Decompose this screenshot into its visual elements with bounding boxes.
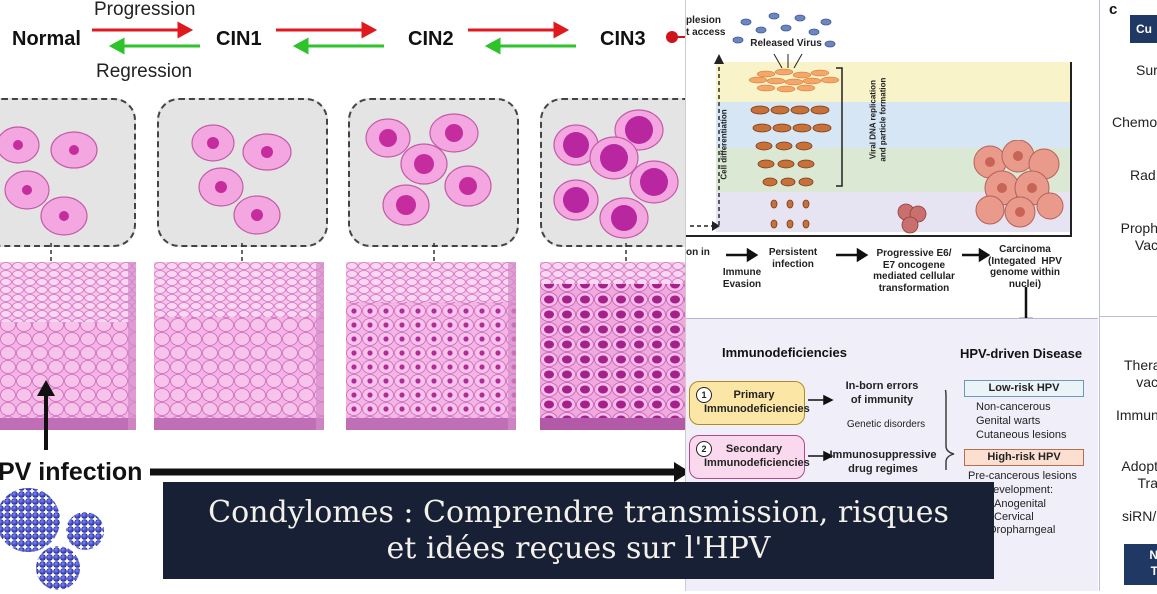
low-risk-item-2: Cutaneous lesions [976, 429, 1067, 441]
infection-long-arrow [150, 462, 690, 482]
panel-c-item-2: Rad [1130, 167, 1156, 183]
cell-panel-normal [0, 98, 136, 247]
panel-c-header: Cu [1130, 15, 1157, 43]
cin2-cells-illustration [365, 113, 492, 226]
flow-step-oncogene-transformation: Progressive E6/ E7 oncogene mediated cel… [873, 248, 955, 294]
flow-step-persistent-infection: Persistent infection [768, 247, 818, 270]
tissue-block-cin1 [154, 262, 324, 430]
cin3-cells-illustration [553, 109, 679, 239]
low-risk-item-1: Genital warts [976, 415, 1041, 427]
released-virus-icon [732, 12, 836, 69]
released-virus-label: Released Virus [750, 38, 822, 49]
high-risk-item-4: Oropharngeal [988, 524, 1056, 536]
progression-arrows [92, 21, 570, 39]
stage-label-cin1: CIN1 [216, 28, 262, 50]
flow-step-0: on in [686, 247, 710, 258]
panel-c-item-3: Proph Vac [1120, 220, 1157, 253]
high-risk-item-2: Anogenital [994, 498, 1046, 510]
secondary-number-badge: 2 [696, 441, 712, 457]
panel-c-item2-3: siRN/ [1122, 508, 1157, 524]
stage-arrows [92, 21, 690, 55]
high-risk-item-0: Pre-cancerous lesions [968, 470, 1077, 482]
carcinoma-cells-icon [973, 140, 1064, 228]
treatment-panel-c: c Cu Sur Chemo Rad Proph Vac Thera vac I… [1099, 0, 1157, 591]
infection-label: PV infection [0, 458, 143, 486]
secondary-result-text: Immunosuppressive drug regimes [829, 449, 937, 475]
primary-label: Primary Immunodeficiencies [704, 389, 810, 415]
cin3-end-dot [666, 31, 678, 43]
regression-arrows [108, 37, 576, 55]
high-risk-item-3: Cervical [994, 511, 1034, 523]
panel-c-divider [1100, 316, 1157, 317]
viral-replication-label: Viral DNA replication and particle forma… [868, 77, 887, 162]
panel-c-item-0: Sur [1136, 62, 1157, 78]
low-risk-hpv-badge: Low-risk HPV [964, 380, 1084, 397]
panel-c-item2-2: Adopt Tra [1121, 458, 1157, 491]
normal-cells-illustration [0, 126, 98, 236]
immune-evasion-label: Immune Evasion [722, 267, 762, 290]
hpv-driven-disease-heading: HPV-driven Disease [960, 346, 1083, 361]
cell-panel-cin1 [157, 98, 328, 247]
immunodeficiencies-heading: Immunodeficiencies [722, 345, 847, 360]
panel-c-item2-1: Immun [1116, 407, 1157, 423]
regression-label: Regression [96, 61, 193, 82]
secondary-label: Secondary Immunodeficiencies [704, 443, 810, 469]
flow-step-carcinoma: Carcinoma (Integated HPV genome within n… [988, 244, 1062, 290]
infection-arrow [37, 380, 55, 450]
title-banner-line-1: Condylomes : Comprendre transmission, ri… [208, 495, 949, 530]
title-banner: Condylomes : Comprendre transmission, ri… [163, 482, 994, 579]
panel-c-letter: c [1109, 1, 1118, 18]
stage-label-cin2: CIN2 [408, 28, 454, 50]
primary-sub-text: Genetic disorders [846, 419, 926, 430]
cell-differentiation-label: Cell differentiation [719, 109, 729, 180]
secondary-immunodeficiencies-box: 2 Secondary Immunodeficiencies [689, 435, 810, 479]
lesion-access-text: plesion t access [686, 15, 726, 38]
tissue-block-normal [0, 262, 136, 430]
stage-label-cin3: CIN3 [600, 28, 646, 50]
cin1-cells-illustration [191, 124, 292, 235]
hpv-lifecycle-panel: plesion t access Cell differentiation Vi… [685, 0, 1100, 591]
high-risk-hpv-badge: High-risk HPV [964, 449, 1084, 466]
primary-number-badge: 1 [696, 387, 712, 403]
low-risk-item-0: Non-cancerous [976, 401, 1051, 413]
epithelium-frame [686, 54, 1072, 237]
panel-c-footer: N T [1124, 544, 1157, 585]
primary-immunodeficiencies-box: 1 Primary Immunodeficiencies [689, 381, 810, 425]
stage-label-normal: Normal [12, 28, 81, 50]
panel-c-item2-0: Thera vac [1124, 357, 1157, 390]
transformed-cells-icon [897, 203, 927, 234]
virus-particles-icon [0, 488, 104, 590]
panel-c-item-1: Chemo [1112, 114, 1157, 130]
progression-label: Progression [94, 0, 196, 20]
primary-result-text: In-born errors of immunity [845, 380, 919, 406]
title-banner-line-2: et idées reçues sur l'HPV [386, 531, 771, 566]
tissue-block-cin3 [540, 262, 690, 430]
viral-particle-column [748, 68, 840, 229]
tissue-block-cin2 [346, 262, 516, 430]
cell-panel-cin2 [348, 98, 519, 247]
immuno-arrows [808, 390, 955, 470]
